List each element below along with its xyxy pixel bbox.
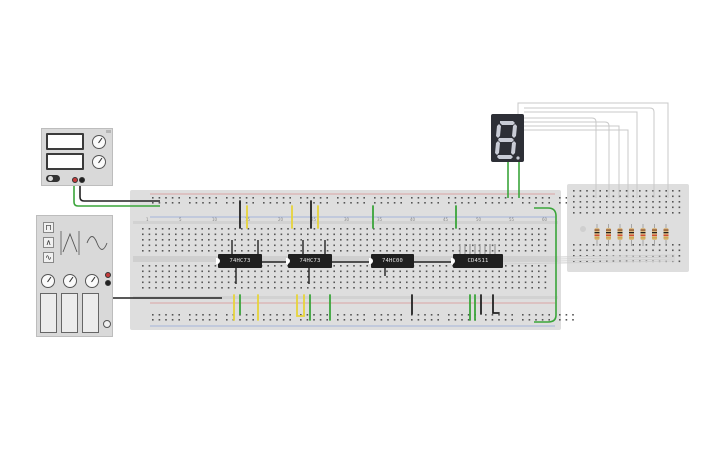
breadboard-holes [142, 197, 574, 321]
resistor[interactable] [652, 224, 657, 246]
chip-label: 74HC00 [381, 258, 404, 264]
frequency-display [40, 293, 57, 333]
offset-display [82, 293, 99, 333]
small-breadboard-holes [573, 190, 681, 263]
chip-cd4511[interactable]: CD4511 [451, 254, 503, 268]
segment-wires[interactable] [517, 102, 669, 198]
column-number: 40 [410, 217, 416, 222]
jumper-wires-bottom[interactable] [233, 294, 500, 321]
seven-segment-digit-icon [495, 121, 520, 160]
triangle-wave-icon[interactable]: ∧ [43, 237, 54, 248]
column-number: 30 [344, 217, 350, 222]
column-number: 45 [443, 217, 449, 222]
seven-segment-legs[interactable] [507, 162, 520, 198]
sine-wave-icon[interactable]: ∿ [43, 252, 54, 263]
fgen-power-button[interactable] [103, 320, 111, 328]
amplitude-knob[interactable] [63, 274, 77, 288]
column-number: 50 [476, 217, 482, 222]
cd4511-pins [459, 244, 496, 254]
main-breadboard[interactable]: 151015202530354045505560 [130, 190, 574, 330]
resistor[interactable] [606, 224, 611, 246]
column-number: 60 [542, 217, 548, 222]
fgen-positive-terminal[interactable] [105, 272, 111, 278]
amplitude-display [61, 293, 78, 333]
voltage-display [46, 133, 84, 150]
chip-interconnect[interactable] [231, 240, 455, 284]
voltage-knob[interactable] [92, 135, 106, 149]
chip-label: CD4511 [467, 258, 489, 264]
resistor[interactable] [594, 224, 600, 246]
positive-terminal[interactable] [72, 177, 78, 183]
resistor[interactable] [617, 224, 623, 246]
column-number: 20 [278, 217, 284, 222]
breadboard-power-rails [150, 193, 555, 327]
power-switch[interactable] [46, 175, 60, 182]
fgen-negative-terminal[interactable] [105, 280, 111, 286]
jumper-wires-top[interactable] [239, 200, 457, 229]
small-breadboard[interactable] [567, 184, 689, 272]
current-display [46, 153, 84, 170]
chip-label: 74HC73 [299, 258, 321, 264]
chip-74hc73-a[interactable]: 74HC73 [216, 254, 262, 268]
waveform-preview-icon [60, 231, 108, 255]
column-number: 5 [179, 217, 182, 222]
offset-knob[interactable] [85, 274, 99, 288]
column-number: 1 [146, 217, 149, 222]
chip-label: 74HC73 [229, 258, 251, 264]
chip-74hc00[interactable]: 74HC00 [369, 254, 414, 268]
function-generator[interactable]: ⊓ ∧ ∿ [36, 215, 113, 337]
psu-wires[interactable] [73, 180, 160, 207]
column-number: 55 [509, 217, 515, 222]
resistor[interactable] [640, 224, 646, 246]
negative-terminal[interactable] [79, 177, 85, 183]
resistor-array[interactable] [594, 224, 669, 246]
resistor[interactable] [663, 224, 669, 246]
decoder-output-wires[interactable] [502, 254, 676, 265]
current-knob[interactable] [92, 155, 106, 169]
square-wave-icon[interactable]: ⊓ [43, 222, 54, 233]
column-number: 25 [311, 217, 317, 222]
frequency-knob[interactable] [41, 274, 55, 288]
column-number: 10 [212, 217, 218, 222]
seven-segment-display[interactable] [491, 114, 524, 162]
column-number: 35 [377, 217, 383, 222]
resistor[interactable] [629, 224, 634, 246]
chip-74hc73-b[interactable]: 74HC73 [286, 254, 332, 268]
right-green-wire[interactable] [534, 207, 557, 323]
dc-power-supply[interactable] [41, 128, 113, 186]
psu-label-icon [106, 130, 111, 133]
breadboard-column-numbers: 151015202530354045505560 [146, 217, 548, 222]
